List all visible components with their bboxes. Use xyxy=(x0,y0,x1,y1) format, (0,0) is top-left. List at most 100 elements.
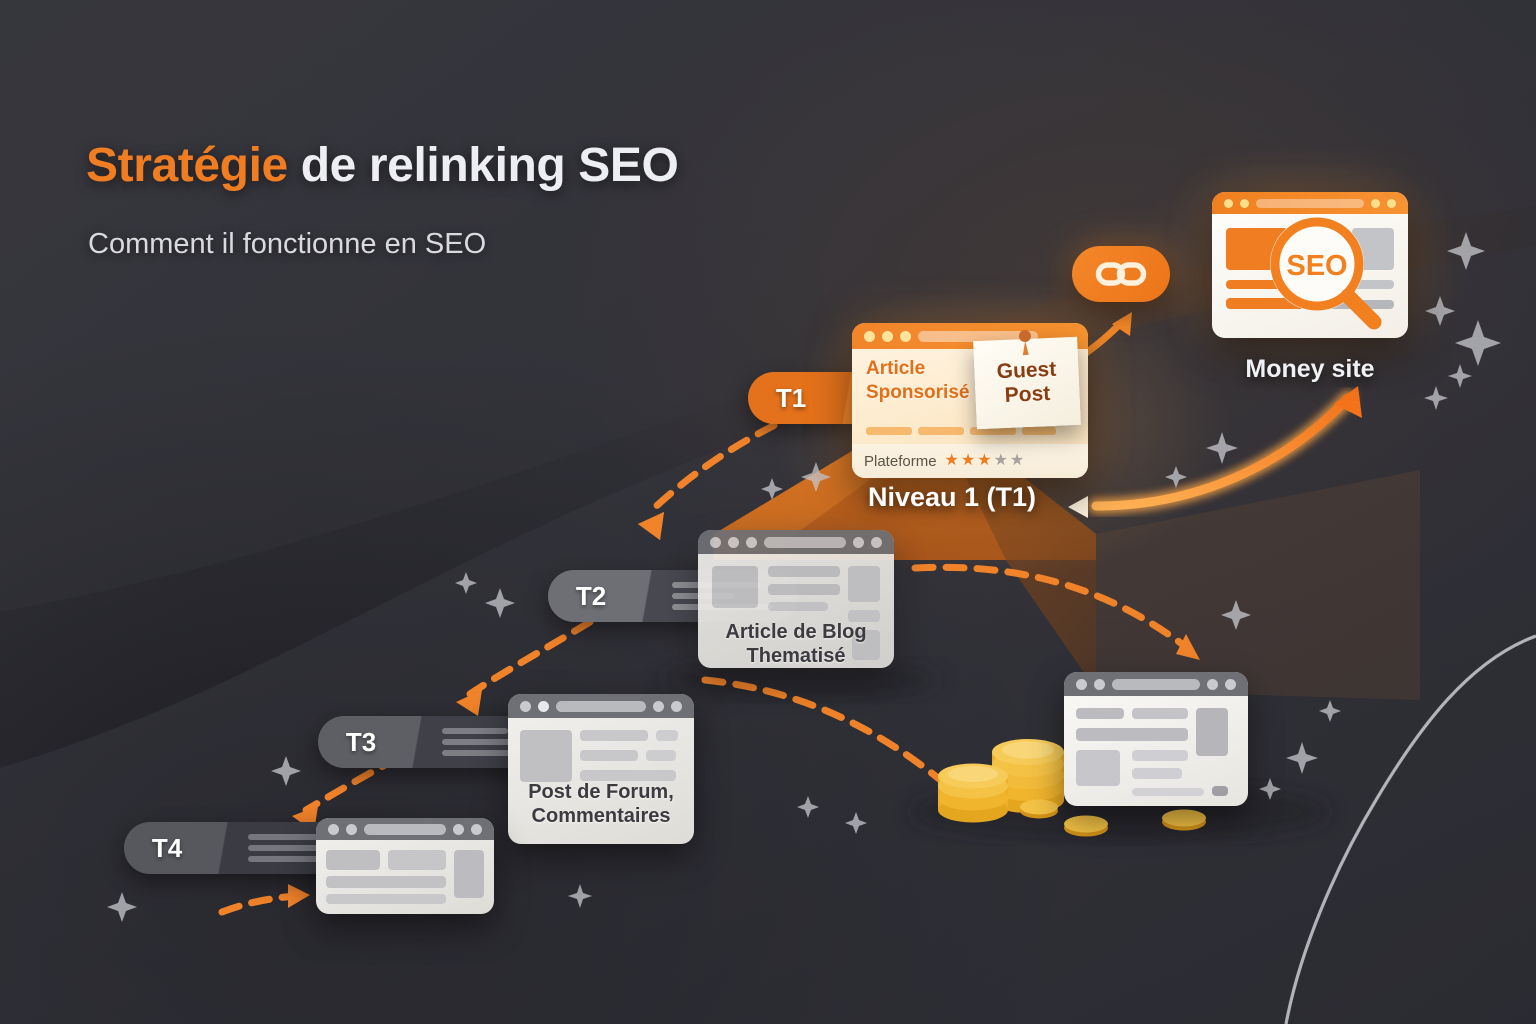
window-dot xyxy=(653,700,664,712)
content-block xyxy=(712,566,758,608)
browser-titlebar xyxy=(1212,192,1408,214)
browser-titlebar xyxy=(316,818,494,840)
t4-card[interactable] xyxy=(316,818,494,914)
right-result-card[interactable] xyxy=(1064,672,1248,806)
content-block xyxy=(388,850,446,870)
content-line xyxy=(1132,708,1188,719)
t2-label-line2: Thematisé xyxy=(746,645,846,668)
window-dot xyxy=(1225,678,1236,690)
page-title: Stratégie de relinking SEO xyxy=(86,138,679,193)
t3-forum-post-card[interactable] xyxy=(508,694,694,844)
guest-post-sticky-note[interactable]: Guest Post xyxy=(973,330,1081,430)
content-block xyxy=(520,730,572,782)
tier-badge-label: T2 xyxy=(548,570,634,622)
content-block xyxy=(326,850,380,870)
content-line xyxy=(580,770,676,781)
window-dot xyxy=(746,536,757,548)
content-line xyxy=(1076,708,1124,719)
address-bar xyxy=(764,536,846,548)
tier-badge-slant xyxy=(634,570,660,622)
address-bar xyxy=(1256,198,1364,208)
star-icon: ★ xyxy=(977,452,992,469)
content-block xyxy=(454,850,484,898)
window-dot xyxy=(710,536,721,548)
pin-icon xyxy=(1018,330,1031,356)
content-line xyxy=(768,584,840,595)
window-dot xyxy=(471,823,482,835)
guest-post-text: Guest Post xyxy=(974,357,1080,409)
browser-titlebar xyxy=(1064,672,1248,696)
t2-blog-article-card[interactable] xyxy=(698,530,894,668)
content-line xyxy=(1226,298,1304,309)
tier-badge-label: T3 xyxy=(318,716,404,768)
money-site-label: Money site xyxy=(1245,355,1375,383)
tier-badge-slant xyxy=(210,822,236,874)
content-line xyxy=(1132,788,1204,796)
address-bar xyxy=(918,330,1038,342)
t3-card-label: Post de Forum, Commentaires xyxy=(506,780,696,829)
address-bar xyxy=(364,823,446,835)
gold-coins xyxy=(938,739,1206,837)
chain-link-icon xyxy=(1095,262,1147,286)
money-site-card[interactable]: SEO xyxy=(1212,192,1408,338)
address-bar xyxy=(1112,678,1200,690)
content-line xyxy=(326,876,446,888)
chain-link-badge[interactable] xyxy=(1072,246,1170,302)
window-dot xyxy=(853,536,864,548)
window-dot xyxy=(328,823,339,835)
window-dot xyxy=(346,823,357,835)
window-dot xyxy=(900,330,911,342)
t1-platform-row: Plateforme ★ ★ ★ ★ ★ xyxy=(852,444,1088,478)
page-subtitle: Comment il fonctionne en SEO xyxy=(88,228,487,260)
platform-label: Plateforme xyxy=(864,452,937,470)
window-dot xyxy=(453,823,464,835)
window-dot xyxy=(1207,678,1218,690)
seo-magnifier-icon: SEO xyxy=(1270,217,1382,330)
window-dot xyxy=(1240,198,1249,208)
t2-label-line1: Article de Blog xyxy=(725,621,867,643)
tier-badge-label: T4 xyxy=(124,822,210,874)
content-line xyxy=(646,750,676,761)
content-line xyxy=(580,750,638,761)
content-line xyxy=(580,730,648,741)
page-title-accent: Stratégie xyxy=(86,139,288,192)
content-block xyxy=(852,630,880,660)
content-line xyxy=(768,602,828,611)
niveau-1-label: Niveau 1 (T1) xyxy=(868,482,1037,512)
tier-badge-t4[interactable]: T4 xyxy=(124,822,392,874)
window-dot xyxy=(1387,198,1396,208)
window-dot xyxy=(871,536,882,548)
t1-title-line1: Article xyxy=(866,358,926,379)
content-line xyxy=(326,894,446,904)
star-icon: ★ xyxy=(960,452,976,469)
window-dot xyxy=(1224,198,1233,208)
address-bar xyxy=(556,700,646,712)
content-line xyxy=(1132,750,1188,761)
t1-content-lines xyxy=(866,427,1056,435)
browser-titlebar xyxy=(698,530,894,554)
content-line xyxy=(1212,786,1228,796)
t1-title-line2: Sponsorisé xyxy=(866,382,970,404)
window-dot xyxy=(520,700,531,712)
star-icon: ★ xyxy=(1009,452,1025,469)
window-dot xyxy=(1371,198,1380,208)
content-line xyxy=(656,730,678,741)
content-line xyxy=(1132,768,1182,779)
content-block xyxy=(1196,708,1228,756)
tier-badge-label: T1 xyxy=(748,372,834,424)
t2-card-label: Article de Blog Thematisé xyxy=(698,620,894,669)
content-block xyxy=(1076,750,1120,786)
content-line xyxy=(768,566,840,577)
content-line xyxy=(1352,280,1394,289)
browser-titlebar xyxy=(508,694,694,718)
rating-stars: ★ ★ ★ ★ ★ xyxy=(945,453,1025,469)
star-icon: ★ xyxy=(993,452,1008,469)
t3-label-line2: Commentaires xyxy=(531,805,671,828)
tier-badge-slant xyxy=(404,716,430,768)
t3-label-line1: Post de Forum, xyxy=(528,781,674,803)
window-dot xyxy=(864,330,875,342)
window-dot xyxy=(728,536,739,548)
window-dot xyxy=(882,330,893,342)
window-dot xyxy=(538,700,549,712)
